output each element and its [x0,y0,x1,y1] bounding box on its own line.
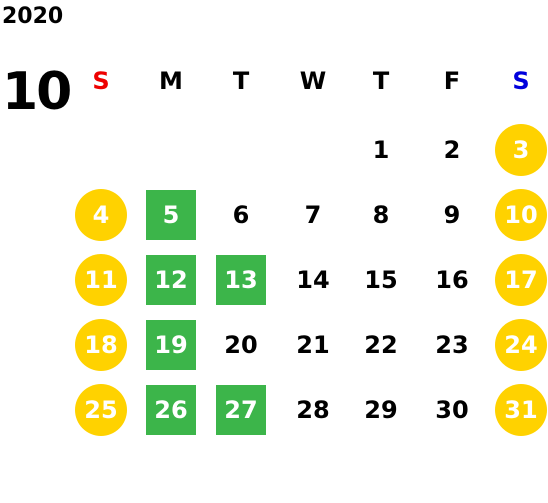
day-number: 13 [224,266,258,294]
day-number: 6 [232,201,250,229]
day-cell-14[interactable]: 14 [287,254,339,306]
day-number: 3 [512,136,530,164]
day-cell-12[interactable]: 12 [145,254,197,306]
day-number: 11 [84,266,118,294]
day-cell-25[interactable]: 25 [75,384,127,436]
day-cell-31[interactable]: 31 [495,384,547,436]
day-number: 21 [296,331,330,359]
day-cell-22[interactable]: 22 [355,319,407,371]
day-cell-3[interactable]: 3 [495,124,547,176]
day-number: 17 [504,266,538,294]
day-cell-4[interactable]: 4 [75,189,127,241]
day-number: 10 [504,201,538,229]
day-cell-18[interactable]: 18 [75,319,127,371]
calendar-month: 10 [2,62,72,122]
day-cell-6[interactable]: 6 [215,189,267,241]
day-cell-1[interactable]: 1 [355,124,407,176]
day-cell-2[interactable]: 2 [426,124,478,176]
day-cell-20[interactable]: 20 [215,319,267,371]
weekday-header-monday: M [159,67,183,95]
day-cell-29[interactable]: 29 [355,384,407,436]
day-number: 8 [372,201,390,229]
day-number: 19 [154,331,188,359]
day-number: 24 [504,331,538,359]
day-number: 16 [435,266,469,294]
day-cell-8[interactable]: 8 [355,189,407,241]
weekday-header-tuesday: T [232,67,250,95]
day-number: 7 [304,201,322,229]
day-cell-17[interactable]: 17 [495,254,547,306]
day-number: 15 [364,266,398,294]
day-number: 20 [224,331,258,359]
day-cell-24[interactable]: 24 [495,319,547,371]
day-number: 2 [443,136,461,164]
day-number: 1 [372,136,390,164]
day-cell-23[interactable]: 23 [426,319,478,371]
day-cell-16[interactable]: 16 [426,254,478,306]
day-cell-11[interactable]: 11 [75,254,127,306]
day-number: 5 [162,201,180,229]
day-cell-13[interactable]: 13 [215,254,267,306]
day-cell-10[interactable]: 10 [495,189,547,241]
weekday-header-friday: F [443,67,461,95]
day-cell-26[interactable]: 26 [145,384,197,436]
day-number: 22 [364,331,398,359]
day-cell-15[interactable]: 15 [355,254,407,306]
day-number: 29 [364,396,398,424]
day-cell-19[interactable]: 19 [145,319,197,371]
weekday-header-wednesday: W [299,67,327,95]
calendar-year: 2020 [2,4,64,29]
day-cell-9[interactable]: 9 [426,189,478,241]
weekday-header-saturday: S [512,67,530,95]
day-cell-30[interactable]: 30 [426,384,478,436]
day-cell-27[interactable]: 27 [215,384,267,436]
day-number: 23 [435,331,469,359]
weekday-header-thursday: T [372,67,390,95]
day-cell-28[interactable]: 28 [287,384,339,436]
day-number: 4 [92,201,110,229]
day-number: 9 [443,201,461,229]
day-number: 25 [84,396,118,424]
day-number: 18 [84,331,118,359]
day-number: 27 [224,396,258,424]
day-number: 14 [296,266,330,294]
day-cell-7[interactable]: 7 [287,189,339,241]
day-cell-5[interactable]: 5 [145,189,197,241]
weekday-header-sunday: S [92,67,110,95]
day-number: 28 [296,396,330,424]
day-number: 30 [435,396,469,424]
day-number: 26 [154,396,188,424]
day-cell-21[interactable]: 21 [287,319,339,371]
day-number: 12 [154,266,188,294]
day-number: 31 [504,396,538,424]
